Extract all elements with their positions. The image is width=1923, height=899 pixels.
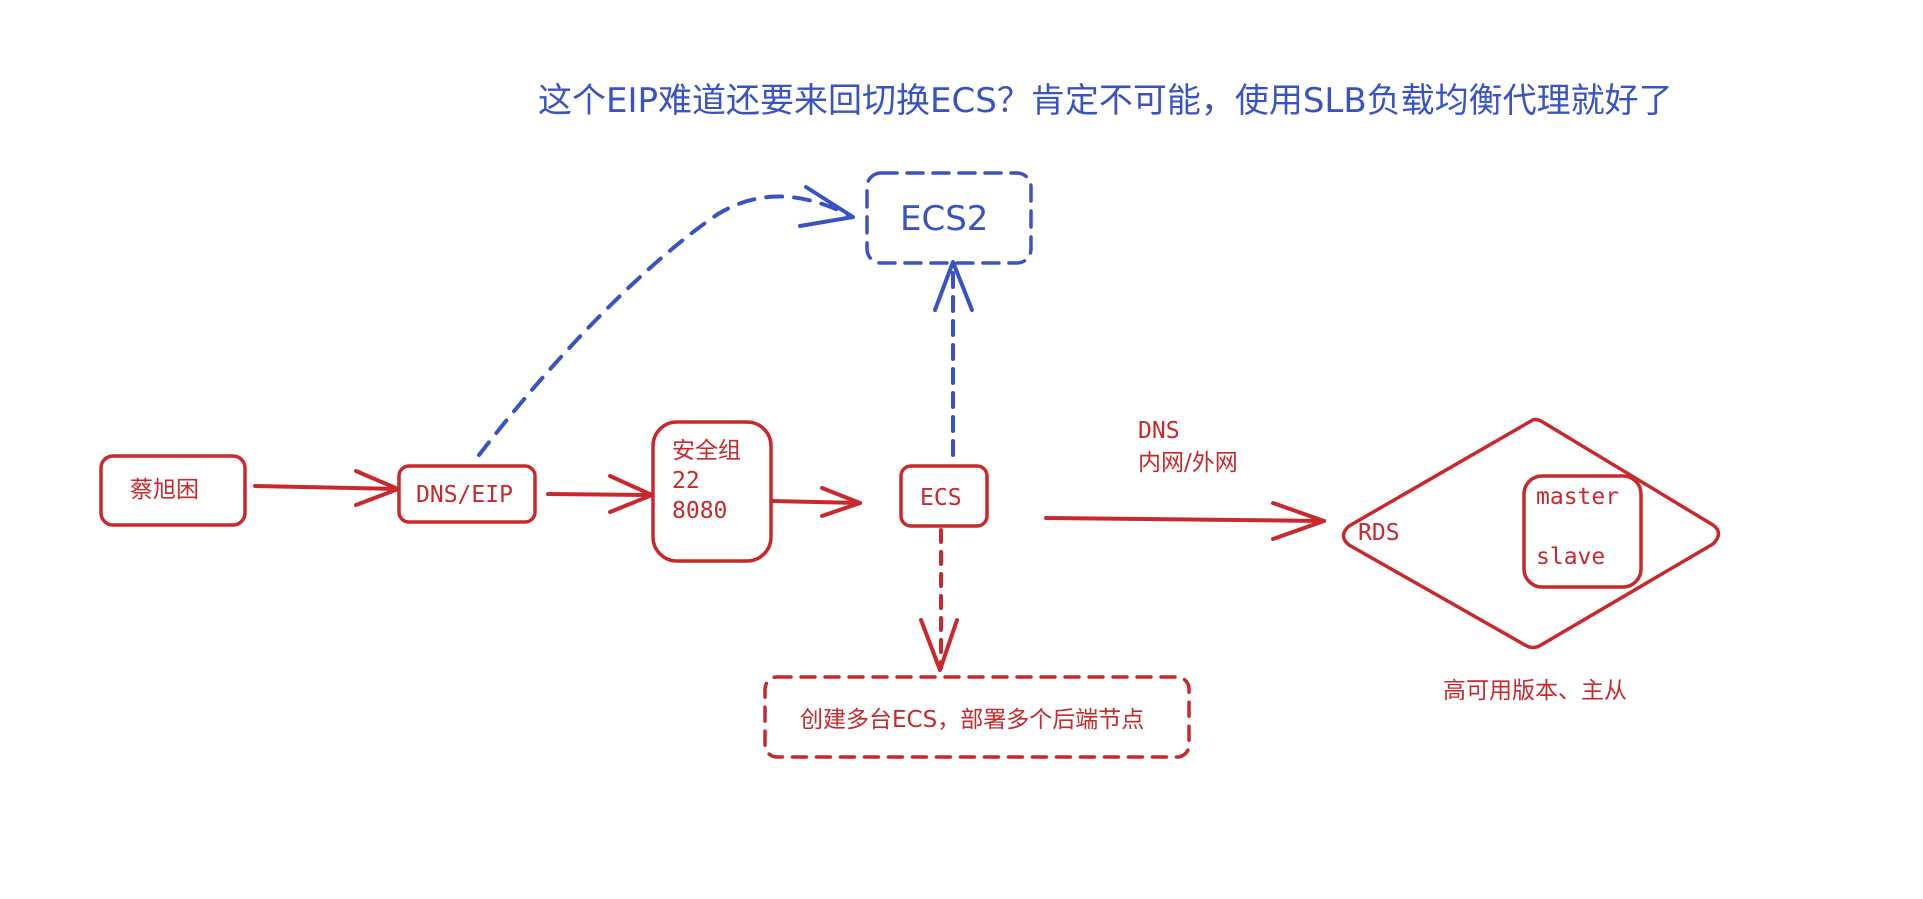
diagram-title: 这个EIP难道还要来回切换ECS？肯定不可能，使用SLB负载均衡代理就好了 xyxy=(538,81,1673,121)
ecs-node-label: ECS xyxy=(920,485,962,511)
ecs-rds-edge-label-network: 内网/外网 xyxy=(1138,450,1238,476)
rds-ha-note: 高可用版本、主从 xyxy=(1443,678,1627,704)
user-node-box xyxy=(99,454,247,527)
ecs-rds-edge-label-dns: DNS xyxy=(1138,418,1180,444)
rds-slave-label: slave xyxy=(1536,544,1606,570)
ecs2-node-label: ECS2 xyxy=(900,199,989,239)
backend-note-box xyxy=(763,675,1191,759)
security-group-port-8080: 8080 xyxy=(672,498,728,524)
master-slave-box xyxy=(1522,474,1643,589)
arrow-user-to-dns xyxy=(253,469,400,507)
rds-node-diamond xyxy=(1341,417,1721,650)
rds-node-label: RDS xyxy=(1358,520,1400,546)
user-node-label: 蔡旭困 xyxy=(130,477,199,503)
ecs-node-box xyxy=(899,464,989,528)
security-group-port-22: 22 xyxy=(672,468,700,494)
rds-master-label: master xyxy=(1536,484,1620,510)
arrow-ecs-to-backend-note xyxy=(919,528,959,672)
arrow-ecs-to-rds xyxy=(1044,501,1326,541)
ecs2-node-box xyxy=(865,171,1033,265)
arrow-security-group-to-ecs xyxy=(770,486,862,518)
arrow-dns-to-ecs2 xyxy=(477,185,855,457)
backend-nodes-note: 创建多台ECS，部署多个后端节点 xyxy=(800,707,1145,733)
dns-eip-node-label: DNS/EIP xyxy=(416,482,513,508)
security-group-title: 安全组 xyxy=(672,438,741,464)
arrow-ecs-to-ecs2 xyxy=(933,260,974,457)
arrow-dns-to-security-group xyxy=(546,474,654,514)
security-group-node-box xyxy=(651,420,773,563)
dns-eip-node-box xyxy=(397,464,537,524)
